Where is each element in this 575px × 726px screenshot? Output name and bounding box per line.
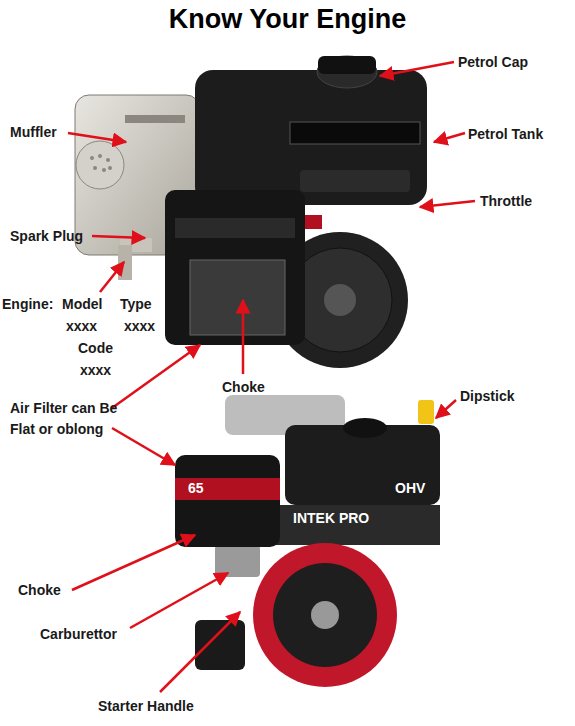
page-title: Know Your Engine xyxy=(0,4,575,35)
part-label: Carburettor xyxy=(40,624,117,645)
part-label: Spark Plug xyxy=(10,226,83,247)
spec-value: xxxx xyxy=(66,316,97,337)
spec-value: xxxx xyxy=(124,316,155,337)
engine-badge: INTEK PRO xyxy=(293,508,369,529)
spec-label: Code xyxy=(78,338,113,359)
part-label: Choke xyxy=(18,580,61,601)
part-label: Petrol Cap xyxy=(458,52,528,73)
spec-value: xxxx xyxy=(80,360,111,381)
part-label: Muffler xyxy=(10,122,57,143)
part-label: Starter Handle xyxy=(98,696,194,717)
spec-label: Type xyxy=(120,294,152,315)
engine-badge: 65 xyxy=(188,478,204,499)
part-label: Throttle xyxy=(480,191,532,212)
part-label: Dipstick xyxy=(460,386,514,407)
part-label: Air Filter can Be Flat or oblong xyxy=(10,398,138,440)
spec-label: Model xyxy=(62,294,102,315)
engine-badge: OHV xyxy=(395,478,425,499)
part-label: Choke xyxy=(222,377,265,398)
spec-label: Engine: xyxy=(2,294,53,315)
part-label: Petrol Tank xyxy=(468,124,543,145)
